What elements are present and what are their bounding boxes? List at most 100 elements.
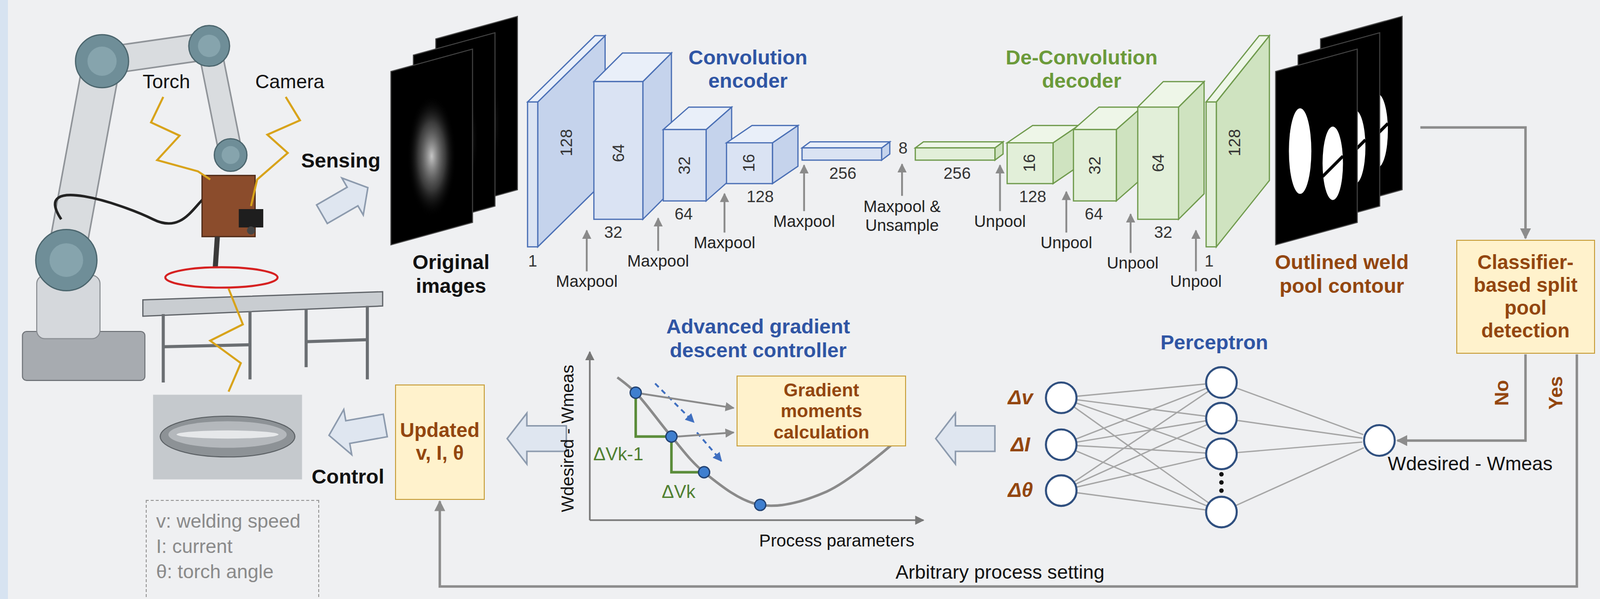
weld-area-mark (165, 267, 278, 288)
node-text: Updated v, I, θ (400, 419, 480, 465)
node-text: Gradient moments calculation (742, 379, 901, 444)
pool-blob (1322, 126, 1343, 200)
table-leg (306, 340, 368, 343)
dimension-number: 128 (557, 129, 576, 157)
image-stack-art (379, 14, 523, 252)
step-label: ΔVk (661, 481, 696, 503)
network-link (1075, 424, 1208, 485)
dimension-number: 128 (746, 187, 774, 207)
block-face (1073, 129, 1117, 201)
encoder-block (663, 107, 732, 201)
edge-label: Arbitrary process setting (891, 561, 1109, 584)
image-stack-art (1265, 14, 1419, 252)
dimension-number: 16 (739, 154, 759, 173)
pointer-arrow (641, 394, 734, 409)
block-face (663, 129, 706, 201)
network-link (1073, 406, 1209, 504)
neuron (1205, 497, 1237, 528)
flow-connector (1397, 354, 1526, 441)
dimension-number: 16 (1020, 154, 1039, 173)
network-link (1076, 384, 1207, 397)
process-box: Gradient moments calculation (736, 375, 907, 448)
section-title: Advanced gradient descent controller (645, 315, 871, 363)
robot-link (66, 61, 103, 256)
process-box: Classifier-based split pool detection (1456, 239, 1596, 355)
block-face (663, 107, 732, 130)
network-link (1235, 448, 1364, 507)
flow-connector (1420, 127, 1526, 238)
pointer-arrow (657, 218, 660, 252)
step-triangle (635, 393, 705, 473)
flow-arrow (311, 169, 379, 233)
neuron (1045, 475, 1077, 507)
stage-label: Sensing (301, 149, 381, 173)
block-face (1137, 81, 1204, 108)
section-title: Convolution encoder (679, 46, 817, 94)
dimension-number: 64 (1148, 154, 1168, 173)
network-link (1075, 451, 1207, 507)
dimension-number: 128 (1019, 187, 1047, 207)
block-face (593, 53, 672, 82)
robot-joint (197, 34, 221, 58)
node-text: Classifier-based split pool detection (1462, 251, 1590, 343)
layer-label: Unpool (1040, 233, 1092, 253)
block-face (1205, 102, 1217, 247)
ellipsis-dot (1219, 488, 1224, 494)
section-title: Perceptron (1160, 331, 1268, 355)
layer-label: Maxpool (556, 272, 618, 291)
flow-arrow (935, 413, 995, 465)
block-face (1007, 142, 1054, 184)
section-title: De-Convolution decoder (995, 46, 1168, 94)
chart-axis (589, 519, 924, 521)
axis-label: Process parameters (759, 530, 915, 551)
block-face (1073, 107, 1143, 130)
node-text: I: current (156, 534, 310, 560)
robot-illustration (22, 25, 383, 383)
table-leg (163, 344, 250, 347)
pool-split (1322, 156, 1343, 177)
robot-joint (75, 34, 129, 88)
layer-label: Maxpool (693, 233, 755, 253)
block-face (726, 142, 773, 184)
image-stack: Outlined weld pool contour (1265, 14, 1419, 298)
dimension-number: 64 (674, 204, 693, 224)
network-link (1075, 402, 1207, 450)
pointer-arrow (585, 230, 588, 272)
neuron (1205, 402, 1237, 434)
process-box: Updated v, I, θ (395, 384, 485, 501)
image-stack: Original images (379, 14, 523, 298)
robot-link (66, 61, 103, 256)
stage-label: Control (311, 465, 385, 490)
leader-line (210, 288, 243, 393)
pointer-arrow (1195, 230, 1198, 272)
layer-label: Maxpool (773, 212, 835, 231)
image-frame (1275, 49, 1358, 245)
decoder-block (1205, 35, 1270, 247)
pointer-arrow (999, 165, 1002, 212)
decoder-block (1007, 125, 1079, 184)
dimension-number: 256 (943, 164, 972, 183)
node-text: Outlined weld pool contour (1265, 250, 1419, 298)
weld-bead (160, 416, 295, 458)
robot-joint (188, 25, 230, 66)
node-text: v: welding speed (156, 509, 310, 535)
layer-label: Maxpool (627, 251, 689, 271)
block-face (527, 102, 538, 247)
robot-joint (49, 243, 84, 278)
node-text: θ: torch angle (156, 559, 310, 585)
dimension-number: 1 (527, 251, 537, 271)
neuron (1205, 438, 1237, 470)
robot-joint (87, 46, 117, 76)
dimension-number: 32 (1085, 156, 1105, 175)
branch-label: Yes (1544, 376, 1568, 410)
network-link (1236, 442, 1363, 453)
node-text: Original images (379, 250, 523, 298)
legend-box: v: welding speedI: currentθ: torch angle (145, 500, 320, 599)
block-face (915, 148, 996, 161)
pointer-arrow (802, 165, 805, 212)
network-link (1076, 457, 1207, 488)
ellipsis-dot (1219, 472, 1224, 477)
weld-glow (406, 94, 457, 218)
flow-arrow (325, 402, 390, 458)
